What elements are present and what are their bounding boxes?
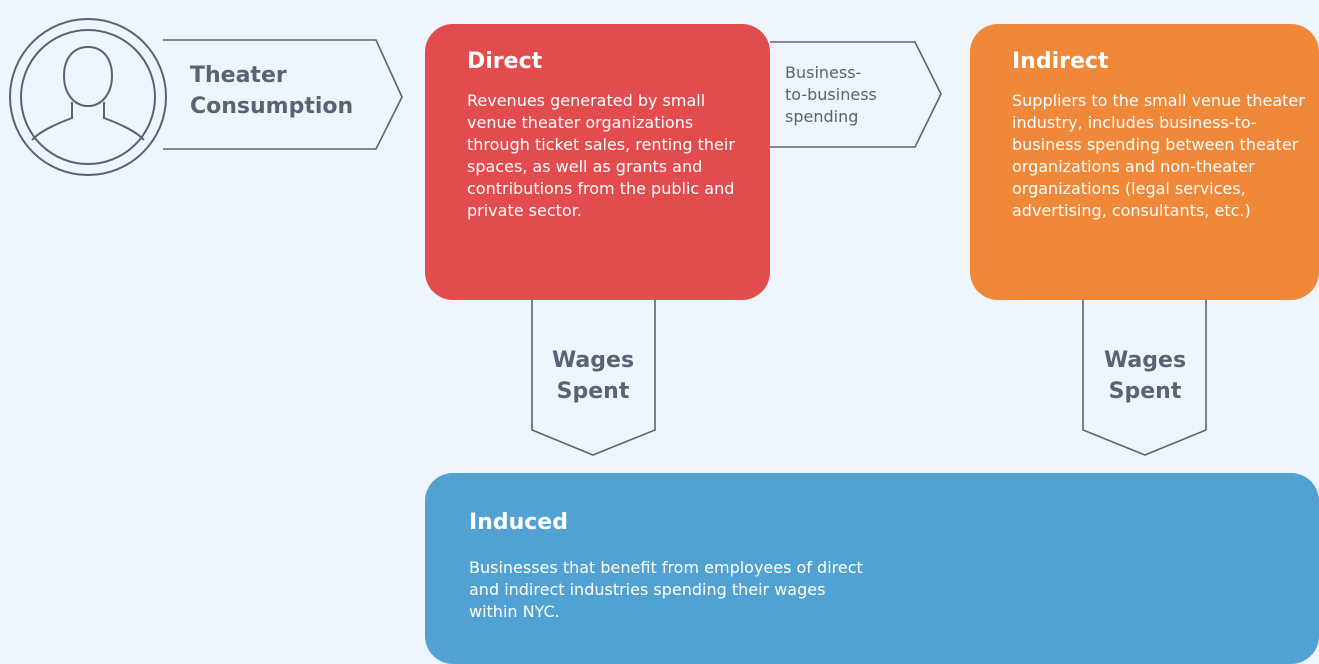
indirect-description: Suppliers to the small venue theater ind… — [1012, 91, 1305, 220]
wages-label-indirect: Wages Spent — [1103, 348, 1187, 404]
wages-label-direct: Wages Spent — [551, 348, 635, 404]
indirect-title: Indirect — [1012, 49, 1109, 74]
induced-box: Induced Businesses that benefit from emp… — [425, 473, 1319, 664]
person-icon — [9, 18, 167, 176]
direct-box: Direct Revenues generated by small venue… — [425, 24, 770, 300]
direct-title: Direct — [467, 49, 543, 74]
b2b-arrow — [770, 41, 942, 148]
wages-arrow-indirect — [1082, 300, 1207, 456]
indirect-box: Indirect Suppliers to the small venue th… — [970, 24, 1319, 300]
b2b-label: Business- to-business spending — [785, 63, 877, 126]
direct-description: Revenues generated by small venue theate… — [467, 91, 735, 220]
consumption-label: Theater Consumption — [190, 63, 354, 119]
wages-arrow-direct — [531, 300, 656, 456]
induced-title: Induced — [469, 510, 568, 535]
consumption-arrow — [163, 39, 403, 150]
induced-description: Businesses that benefit from employees o… — [469, 558, 863, 621]
